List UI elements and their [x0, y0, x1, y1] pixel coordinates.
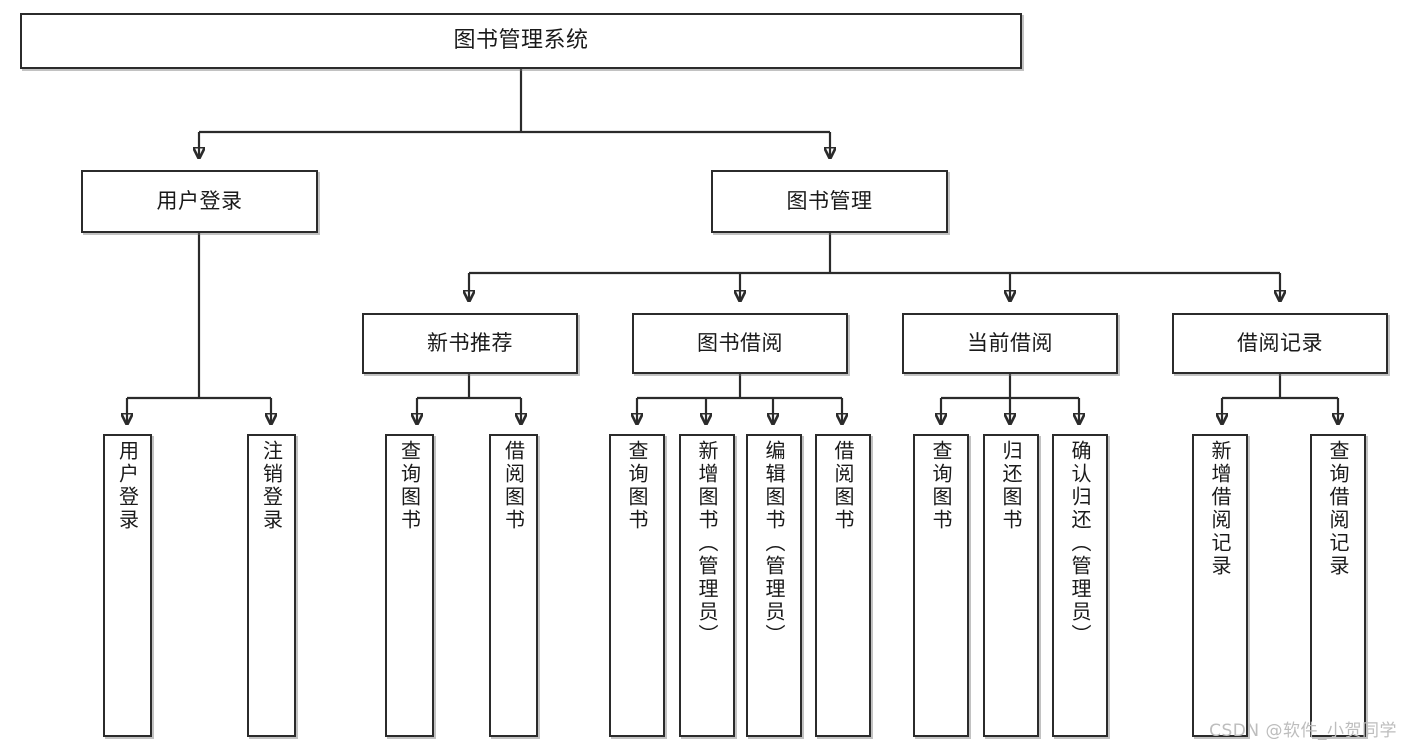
- node-label: 当前借阅: [967, 331, 1053, 356]
- leaf-borrow-book-recommend[interactable]: 借阅图书: [489, 434, 538, 737]
- leaf-query-book-recommend[interactable]: 查询图书: [385, 434, 434, 737]
- csdn-watermark: CSDN @软件_小贺同学: [1209, 721, 1397, 741]
- node-label: 用户登录: [115, 440, 140, 532]
- leaf-query-book-borrow[interactable]: 查询图书: [609, 434, 665, 737]
- node-new-book-recommend[interactable]: 新书推荐: [362, 313, 578, 374]
- node-label: 编辑图书（管理员）: [762, 440, 786, 647]
- node-book-borrow[interactable]: 图书借阅: [632, 313, 848, 374]
- leaf-confirm-return-admin[interactable]: 确认归还（管理员）: [1052, 434, 1108, 737]
- leaf-add-borrow-record[interactable]: 新增借阅记录: [1192, 434, 1248, 737]
- leaf-query-borrow-record[interactable]: 查询借阅记录: [1310, 434, 1366, 737]
- leaf-edit-book-admin[interactable]: 编辑图书（管理员）: [746, 434, 802, 737]
- node-label: 图书管理系统: [453, 28, 589, 54]
- node-label: 借阅记录: [1237, 331, 1323, 356]
- node-user-login[interactable]: 用户登录: [81, 170, 318, 233]
- node-label: 确认归还（管理员）: [1068, 440, 1092, 647]
- node-label: 查询借阅记录: [1326, 440, 1350, 578]
- leaf-query-book-current[interactable]: 查询图书: [913, 434, 969, 737]
- leaf-borrow-book[interactable]: 借阅图书: [815, 434, 871, 737]
- node-borrow-records[interactable]: 借阅记录: [1172, 313, 1388, 374]
- node-label: 新增借阅记录: [1208, 440, 1232, 578]
- node-label: 归还图书: [999, 440, 1023, 532]
- node-label: 注销登录: [259, 440, 284, 532]
- node-label: 借阅图书: [831, 440, 855, 532]
- node-label: 查询图书: [929, 440, 953, 532]
- leaf-add-book-admin[interactable]: 新增图书（管理员）: [679, 434, 735, 737]
- node-label: 查询图书: [397, 440, 422, 532]
- leaf-logout[interactable]: 注销登录: [247, 434, 296, 737]
- node-label: 图书管理: [786, 189, 873, 214]
- leaf-user-login[interactable]: 用户登录: [103, 434, 152, 737]
- node-label: 新增图书（管理员）: [695, 440, 719, 647]
- leaf-return-book[interactable]: 归还图书: [983, 434, 1039, 737]
- node-label: 借阅图书: [501, 440, 526, 532]
- node-current-borrow[interactable]: 当前借阅: [902, 313, 1118, 374]
- node-root-system[interactable]: 图书管理系统: [20, 13, 1022, 69]
- node-book-management[interactable]: 图书管理: [711, 170, 948, 233]
- node-label: 用户登录: [156, 189, 243, 214]
- node-label: 图书借阅: [697, 331, 783, 356]
- node-label: 新书推荐: [427, 331, 513, 356]
- node-label: 查询图书: [625, 440, 649, 532]
